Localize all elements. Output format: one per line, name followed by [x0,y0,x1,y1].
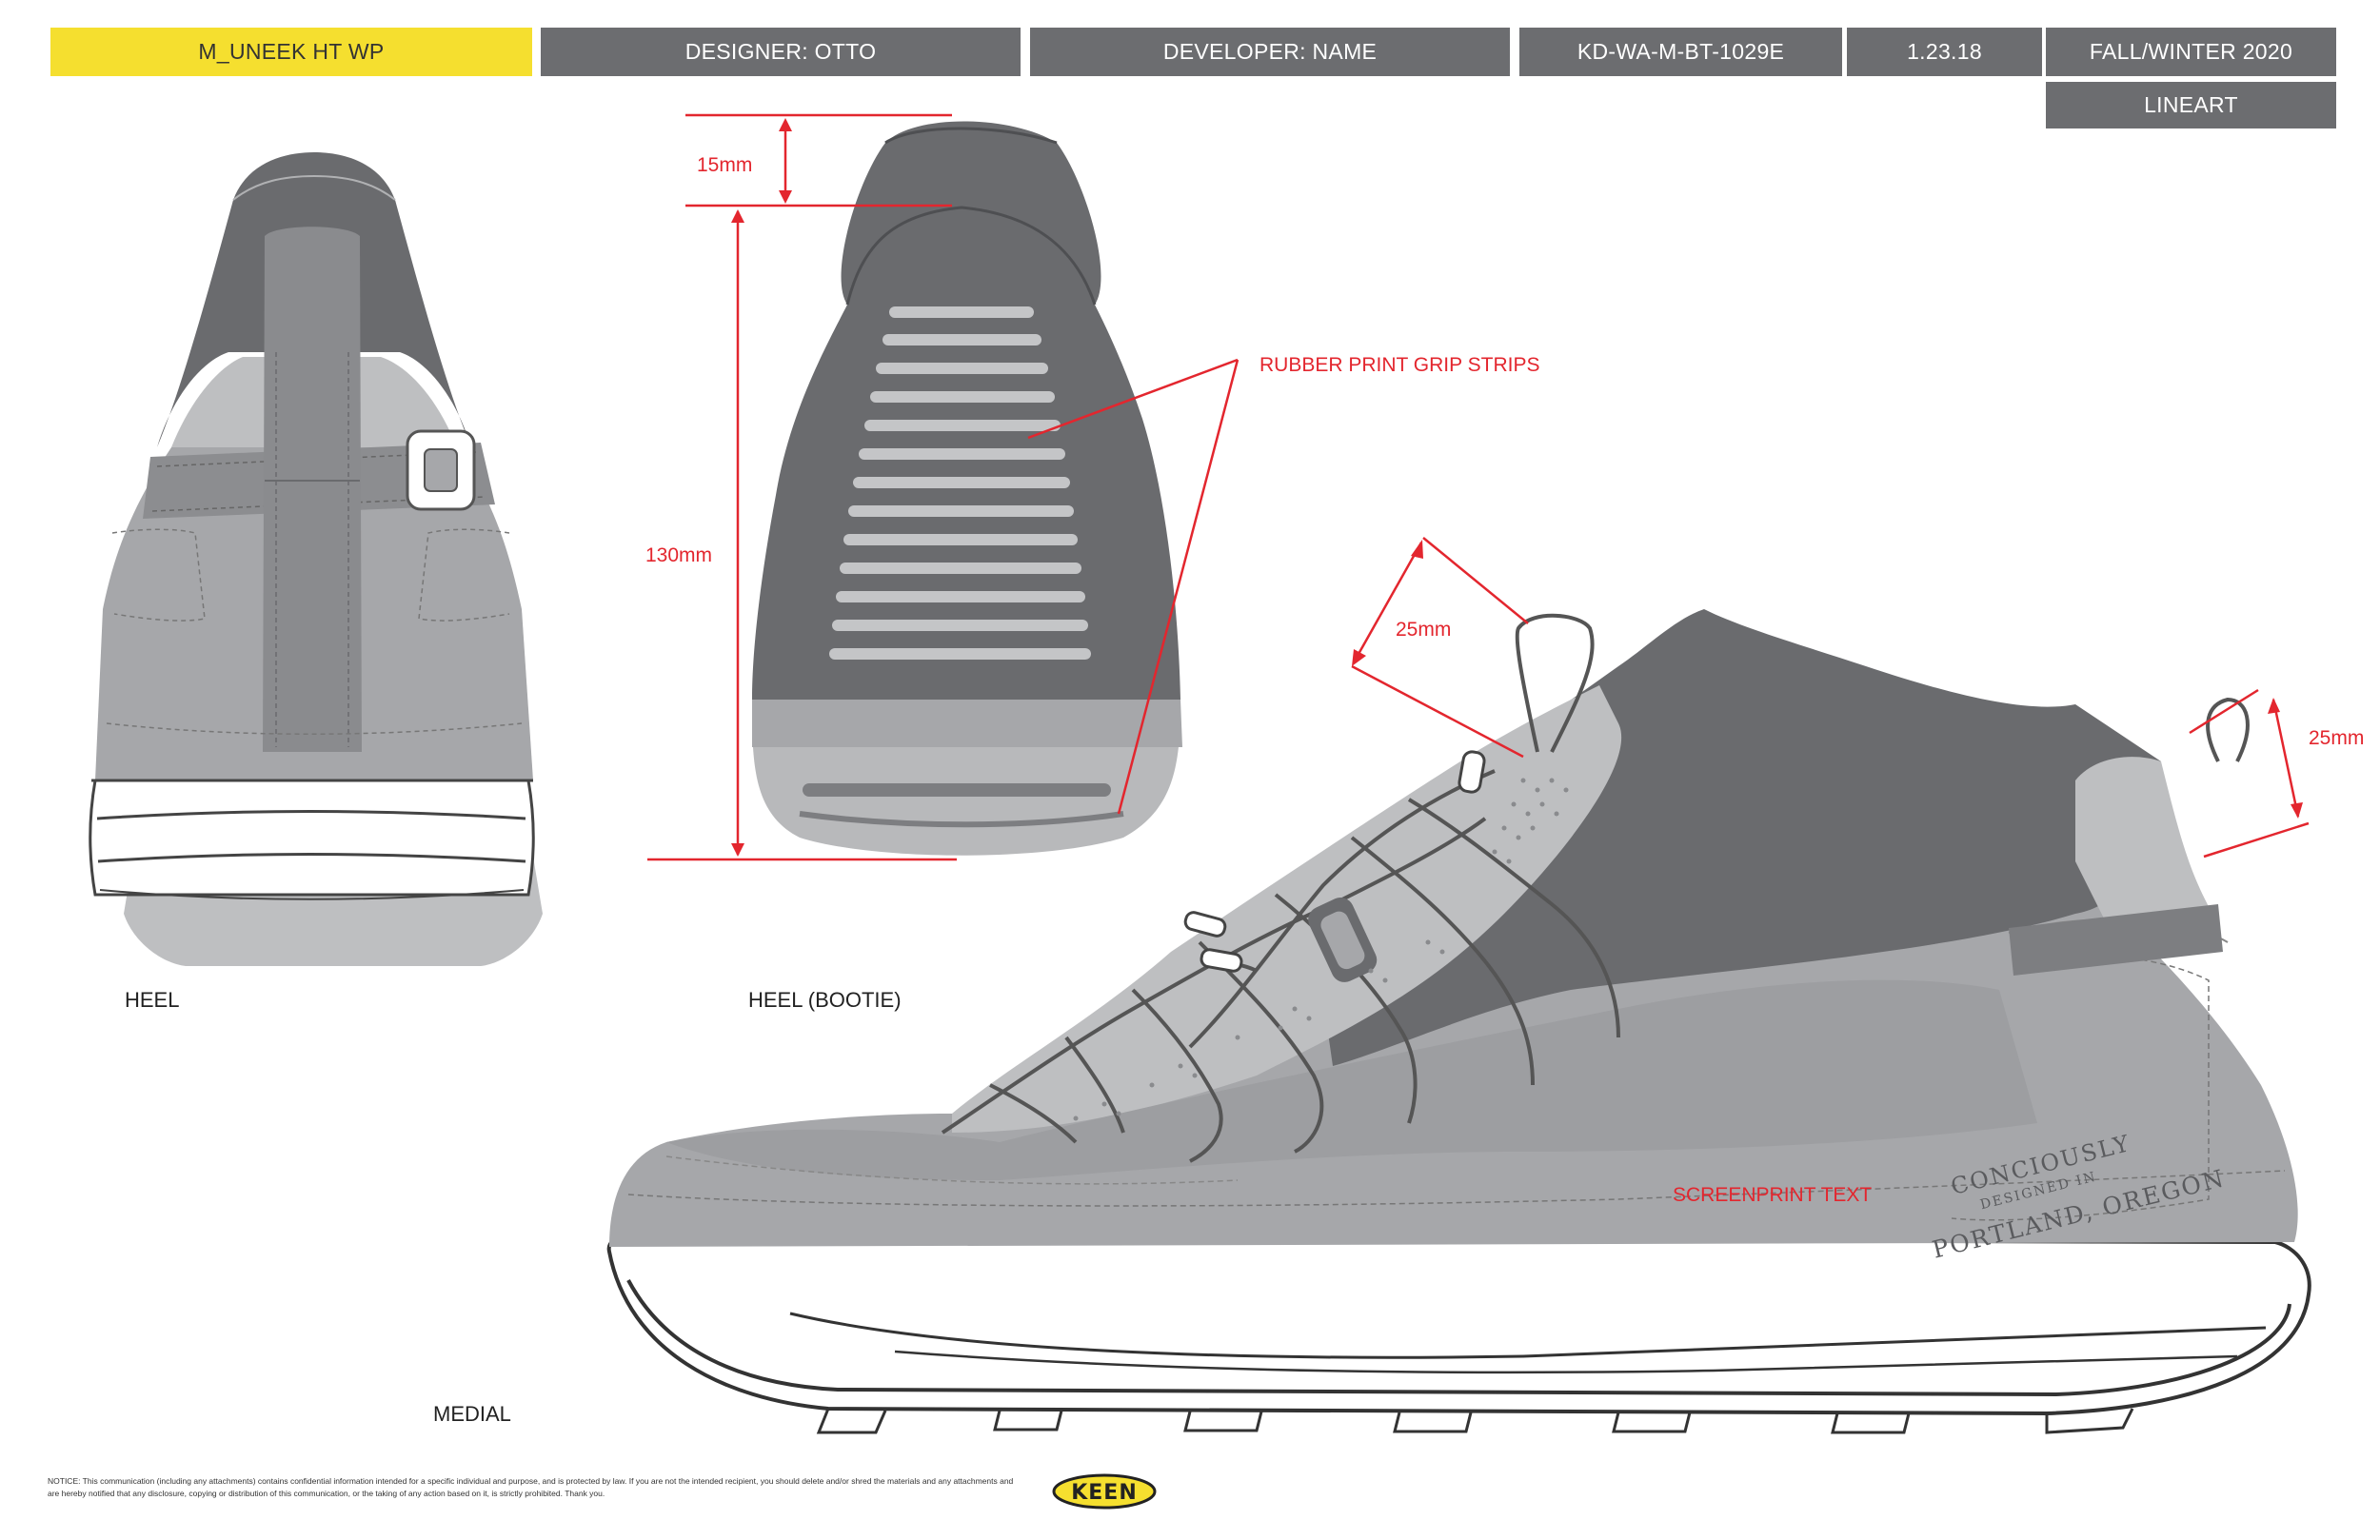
keen-logo: KEEN [1052,1473,1157,1510]
developer-label: DEVELOPER: NAME [1162,39,1378,64]
heel-view [89,152,543,966]
grip-strips [829,306,1091,660]
dimension-lines [647,113,2310,861]
date-label: 1.23.18 [1907,39,1982,64]
dim-15mm-label: 15mm [697,154,752,176]
medial-view [606,609,2311,1434]
heel-bootie-label: HEEL (BOOTIE) [748,988,902,1012]
style-name: M_UNEEK HT WP [198,39,385,64]
screenprint-label: SCREENPRINT TEXT [1673,1184,1872,1206]
medial-label: MEDIAL [433,1402,511,1426]
season-box: FALL/WINTER 2020 [2046,28,2336,76]
designer-label: DESIGNER: OTTO [684,39,877,64]
dim-25mm-lace-label: 25mm [1396,619,1451,641]
heel-label: HEEL [125,988,180,1012]
code-box: KD-WA-M-BT-1029E [1519,28,1842,76]
legal-notice: NOTICE: This communication (including an… [48,1476,1014,1498]
grip-strips-label: RUBBER PRINT GRIP STRIPS [1259,354,1539,376]
designer-box: DESIGNER: OTTO [541,28,1021,76]
season-label: FALL/WINTER 2020 [2089,39,2293,64]
style-code: KD-WA-M-BT-1029E [1577,39,1785,64]
dim-25mm-pull-label: 25mm [2309,727,2364,749]
style-name-box: M_UNEEK HT WP [50,28,532,76]
view-type-box: LINEART [2046,82,2336,128]
date-box: 1.23.18 [1847,28,2042,76]
view-type-label: LINEART [2144,92,2238,117]
callout-labels: 15mm 130mm RUBBER PRINT GRIP STRIPS 25mm… [645,154,2364,1206]
bootie-view [752,121,1182,856]
developer-box: DEVELOPER: NAME [1030,28,1510,76]
dim-130mm-label: 130mm [645,544,712,566]
logo-text: KEEN [1071,1481,1138,1505]
